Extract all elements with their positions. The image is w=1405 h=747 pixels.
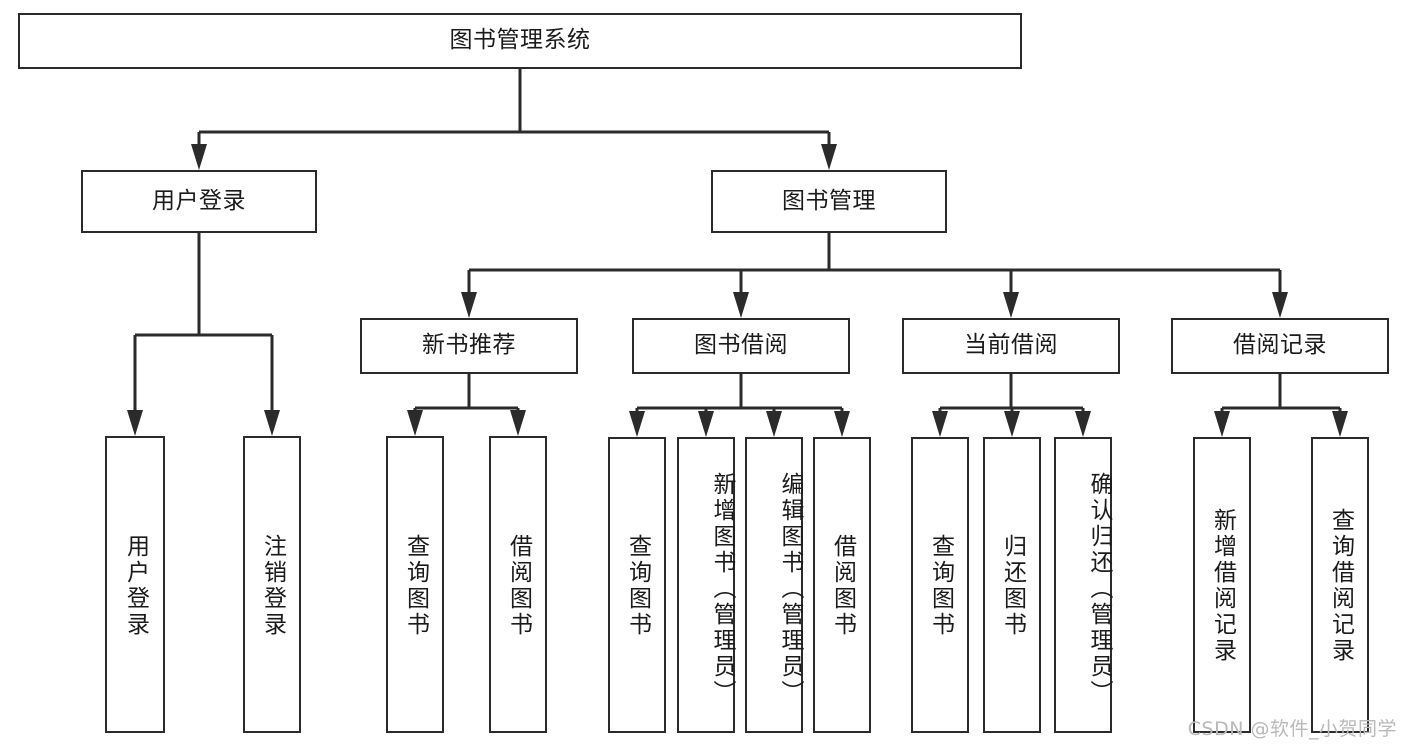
node-leaf-edit-book[interactable]: 编辑图书（管理员） bbox=[745, 437, 803, 733]
node-label: 用户登录 bbox=[152, 187, 246, 214]
node-label: 借阅图书 bbox=[829, 534, 856, 638]
node-leaf-query-book-3[interactable]: 查询图书 bbox=[911, 437, 969, 733]
node-label: 新增图书（管理员） bbox=[709, 472, 735, 706]
node-book-manage[interactable]: 图书管理 bbox=[711, 170, 947, 233]
node-label: 查询图书 bbox=[624, 534, 651, 638]
node-current-borrow[interactable]: 当前借阅 bbox=[902, 318, 1120, 374]
node-label: 借阅图书 bbox=[505, 533, 532, 638]
node-new-book-recommend[interactable]: 新书推荐 bbox=[360, 318, 578, 374]
node-book-borrow[interactable]: 图书借阅 bbox=[632, 318, 850, 374]
node-leaf-user-login[interactable]: 用户登录 bbox=[105, 436, 165, 733]
node-label: 借阅记录 bbox=[1233, 332, 1327, 359]
node-leaf-return-book[interactable]: 归还图书 bbox=[983, 437, 1041, 733]
node-leaf-query-book-2[interactable]: 查询图书 bbox=[608, 437, 666, 733]
node-label: 编辑图书（管理员） bbox=[777, 472, 803, 706]
node-leaf-add-book[interactable]: 新增图书（管理员） bbox=[677, 437, 735, 733]
node-label: 新书推荐 bbox=[422, 332, 516, 359]
node-label: 图书管理 bbox=[782, 187, 876, 214]
node-label: 用户登录 bbox=[122, 533, 149, 638]
node-label: 查询图书 bbox=[927, 534, 954, 638]
node-leaf-confirm-return[interactable]: 确认归还（管理员） bbox=[1054, 437, 1112, 733]
node-label: 当前借阅 bbox=[964, 332, 1058, 359]
node-leaf-query-book-1[interactable]: 查询图书 bbox=[386, 436, 444, 733]
node-root[interactable]: 图书管理系统 bbox=[18, 13, 1022, 69]
node-label: 新增借阅记录 bbox=[1209, 508, 1236, 664]
node-label: 图书借阅 bbox=[694, 332, 788, 359]
node-leaf-borrow-book-1[interactable]: 借阅图书 bbox=[489, 436, 547, 733]
node-leaf-query-record[interactable]: 查询借阅记录 bbox=[1311, 437, 1369, 733]
node-user-login[interactable]: 用户登录 bbox=[81, 170, 317, 233]
node-label: 归还图书 bbox=[999, 534, 1026, 638]
node-label: 查询借阅记录 bbox=[1327, 508, 1354, 664]
watermark-text: CSDN @软件_小贺同学 bbox=[1187, 718, 1397, 740]
node-label: 查询图书 bbox=[402, 533, 429, 638]
node-leaf-logout[interactable]: 注销登录 bbox=[243, 436, 301, 733]
node-leaf-add-record[interactable]: 新增借阅记录 bbox=[1193, 437, 1251, 733]
node-leaf-borrow-book-2[interactable]: 借阅图书 bbox=[813, 437, 871, 733]
node-label: 注销登录 bbox=[259, 533, 286, 638]
node-borrow-record[interactable]: 借阅记录 bbox=[1171, 318, 1389, 374]
node-label: 图书管理系统 bbox=[449, 27, 591, 54]
node-label: 确认归还（管理员） bbox=[1086, 472, 1112, 706]
